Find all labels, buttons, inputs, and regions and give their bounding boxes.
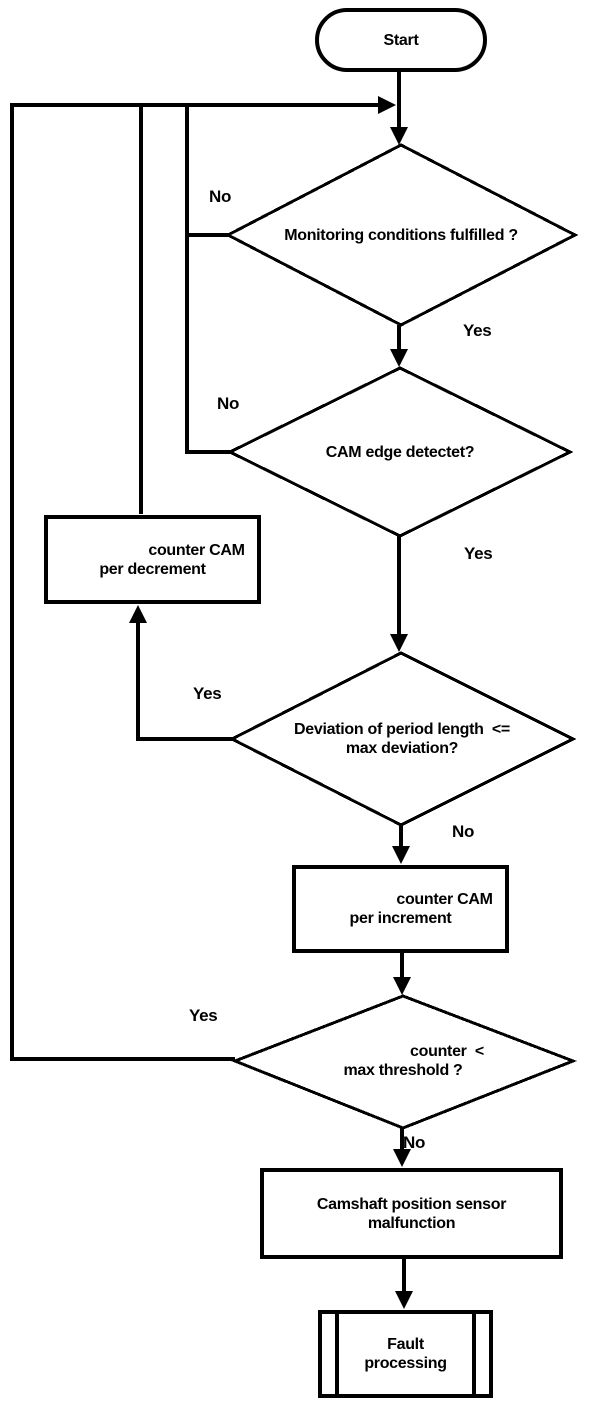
arrow-down-icon: [390, 127, 408, 145]
process-sensor-malfunction: Camshaft position sensor malfunction: [260, 1168, 563, 1259]
edge-deviation-yes: [136, 621, 232, 741]
edge-cam-edge-no: [185, 105, 230, 454]
label-monitoring-yes: Yes: [463, 321, 492, 340]
label-threshold-yes: Yes: [189, 1006, 218, 1025]
arrow-down-icon: [390, 634, 408, 652]
decision-deviation-shape: [228, 651, 577, 827]
label-cam-edge-no: No: [217, 394, 240, 413]
node-start: Start: [315, 8, 487, 72]
predefined-process-bar-left: [335, 1314, 339, 1394]
decision-threshold-label: counter < max threshold ?: [343, 1043, 484, 1079]
arrowheads: [129, 96, 413, 1309]
decision-cam-edge-shape: [226, 366, 574, 538]
predefined-process-bar-right: [472, 1314, 476, 1394]
predefined-fault-processing: Fault processing: [318, 1310, 493, 1398]
label-deviation-yes: Yes: [193, 684, 222, 703]
process-counter-decrement: counter CAM per decrement: [44, 515, 261, 604]
label-threshold-no: No: [403, 1133, 426, 1152]
label-monitoring-no: No: [209, 187, 232, 206]
decision-deviation-label: Deviation of period length <= max deviat…: [294, 721, 510, 757]
edge-threshold-yes-feedback: [10, 103, 390, 1061]
decision-cam-edge-label: CAM edge detectet?: [325, 443, 475, 461]
process-counter-increment: counter CAM per increment: [292, 865, 509, 953]
decision-monitoring-shape: [224, 143, 579, 327]
arrow-up-icon: [129, 605, 147, 623]
label-deviation-no: No: [452, 822, 475, 841]
decision-shapes: [224, 143, 579, 1130]
node-start-label: Start: [383, 31, 419, 49]
decision-threshold-shape: [230, 994, 578, 1130]
arrow-down-icon: [395, 1291, 413, 1309]
decision-monitoring-label: Monitoring conditions fulfilled ?: [284, 226, 518, 244]
arrow-down-icon: [393, 977, 411, 995]
arrow-down-icon: [392, 846, 410, 864]
label-cam-edge-yes: Yes: [464, 544, 493, 563]
arrow-down-icon: [393, 1149, 411, 1167]
arrow-down-icon: [390, 349, 408, 367]
arrow-right-icon: [378, 96, 396, 114]
